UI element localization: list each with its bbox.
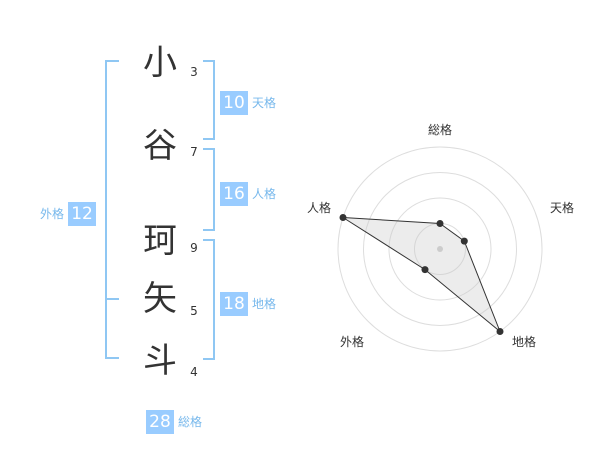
chikaku-bracket [203, 239, 215, 360]
stroke-count-4: 5 [190, 304, 198, 318]
name-char-2: 谷 [143, 126, 177, 166]
radar-axis-label-tenkaku: 天格 [550, 201, 575, 215]
radar-axis-label-jinkaku: 人格 [307, 201, 332, 215]
radar-point [339, 214, 347, 221]
jinkaku-value: 16 [220, 181, 248, 206]
tenkaku-bracket [203, 60, 215, 140]
jinkaku-label: 人格 [252, 186, 277, 201]
gaikaku-value: 12 [68, 201, 97, 226]
gaikaku-bracket-tick [105, 298, 119, 300]
chikaku-score: 18 地格 [220, 291, 277, 316]
jinkaku-bracket [203, 148, 215, 231]
tenkaku-score: 10 天格 [220, 90, 277, 115]
soukaku-score: 28 総格 [146, 409, 203, 434]
radar-axis-label-chikaku: 地格 [512, 335, 537, 349]
radar-point [460, 237, 468, 245]
radar-ring [388, 197, 492, 301]
chikaku-label: 地格 [252, 296, 277, 311]
radar-area [342, 217, 501, 332]
radar-axis-label-gaikaku: 外格 [340, 335, 365, 349]
stroke-count-5: 4 [190, 365, 198, 379]
tenkaku-value: 10 [220, 90, 248, 115]
name-char-4: 矢 [143, 279, 177, 319]
gaikaku-label: 外格 [40, 206, 65, 221]
stroke-count-1: 3 [190, 65, 198, 79]
soukaku-label: 総格 [178, 414, 203, 429]
radar-point [436, 220, 444, 227]
radar-point [496, 328, 504, 335]
name-char-3: 珂 [143, 221, 177, 261]
stroke-count-3: 9 [190, 241, 198, 255]
soukaku-value: 28 [146, 409, 174, 434]
chikaku-value: 18 [220, 291, 248, 316]
radar-ring [337, 146, 543, 352]
radar-point [421, 266, 429, 274]
stroke-count-2: 7 [190, 145, 198, 159]
radar-ring [363, 172, 517, 326]
name-char-5: 斗 [143, 341, 177, 381]
tenkaku-label: 天格 [252, 95, 277, 110]
radar-center-dot [437, 246, 443, 252]
name-char-1: 小 [143, 43, 177, 83]
jinkaku-score: 16 人格 [220, 181, 277, 206]
gaikaku-bracket [105, 60, 119, 359]
radar-axis-label-soukaku: 総格 [428, 123, 453, 137]
